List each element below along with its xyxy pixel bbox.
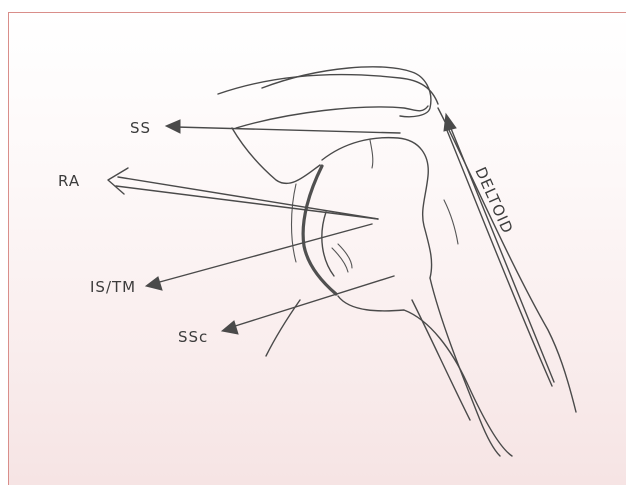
humeral-shaft-lateral [430,278,500,456]
greater-tuberosity-mark [444,200,458,244]
label-is-tm: IS/TM [90,278,136,296]
ra-arrow-line-top [118,177,378,219]
is-tm-arrow-line [156,224,372,283]
deltoid-arrow-line [450,126,554,382]
glenoid-rim [303,166,336,294]
label-ssc: SSc [178,328,208,346]
ra-arrow-line-bottom [116,186,378,219]
humeral-head [322,138,432,278]
humeral-head-inner [370,140,373,168]
deltoid-inner-line [446,128,552,386]
ss-arrow-line [176,127,400,133]
ss-arrow-head [166,120,180,133]
label-ra: RA [58,172,80,190]
joint-detail-1 [332,248,348,272]
acromion-underside [236,106,428,128]
is-tm-arrow-head [146,277,162,290]
glenoid-outer [292,184,297,262]
scapular-border [266,300,300,356]
ssc-arrow-head [222,321,238,334]
label-ss: SS [130,119,151,137]
ra-arrow-head [108,168,128,194]
ssc-arrow-line [232,276,394,327]
deltoid-arrow-head [444,114,456,131]
acromion-outline [218,75,438,104]
supraspinatus-muscle [232,128,320,183]
glenoid-inner [322,212,334,276]
